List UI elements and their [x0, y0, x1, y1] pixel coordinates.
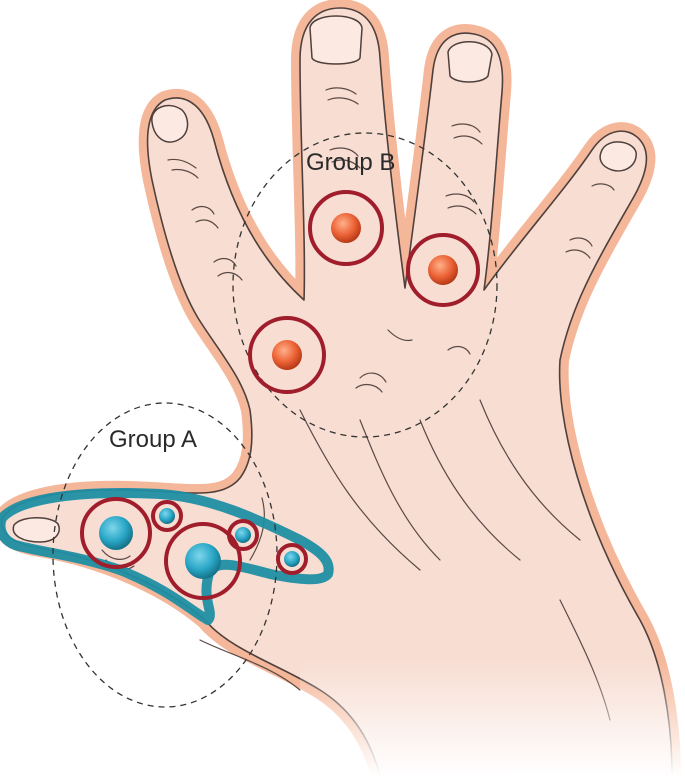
blue-marker	[185, 543, 221, 579]
group-b-region	[232, 132, 498, 438]
thumb-band	[0, 488, 334, 625]
marker-ring	[80, 497, 152, 569]
nail-index	[151, 104, 189, 143]
marker-ring	[227, 519, 259, 551]
marker-ring	[308, 190, 384, 266]
nail-thumb	[12, 517, 60, 543]
nail-ring	[447, 41, 493, 83]
marker-ring	[406, 233, 480, 307]
group-b-label: Group B	[306, 149, 395, 176]
marker-ring	[248, 316, 326, 394]
group-a-markers	[80, 497, 308, 600]
fingernails	[12, 15, 637, 543]
blue-marker	[159, 508, 175, 524]
marker-ring	[164, 522, 242, 600]
orange-marker	[331, 213, 361, 243]
orange-marker	[428, 255, 458, 285]
blue-marker	[99, 516, 133, 550]
orange-marker	[272, 340, 302, 370]
blue-marker	[235, 527, 251, 543]
nail-middle	[309, 15, 363, 65]
nail-pinky	[599, 141, 637, 172]
blue-marker	[284, 551, 300, 567]
group-b-markers	[248, 190, 480, 394]
marker-ring	[276, 543, 308, 575]
group-a-label: Group A	[109, 426, 197, 453]
wrist-fade	[300, 660, 685, 776]
marker-ring	[151, 500, 183, 532]
